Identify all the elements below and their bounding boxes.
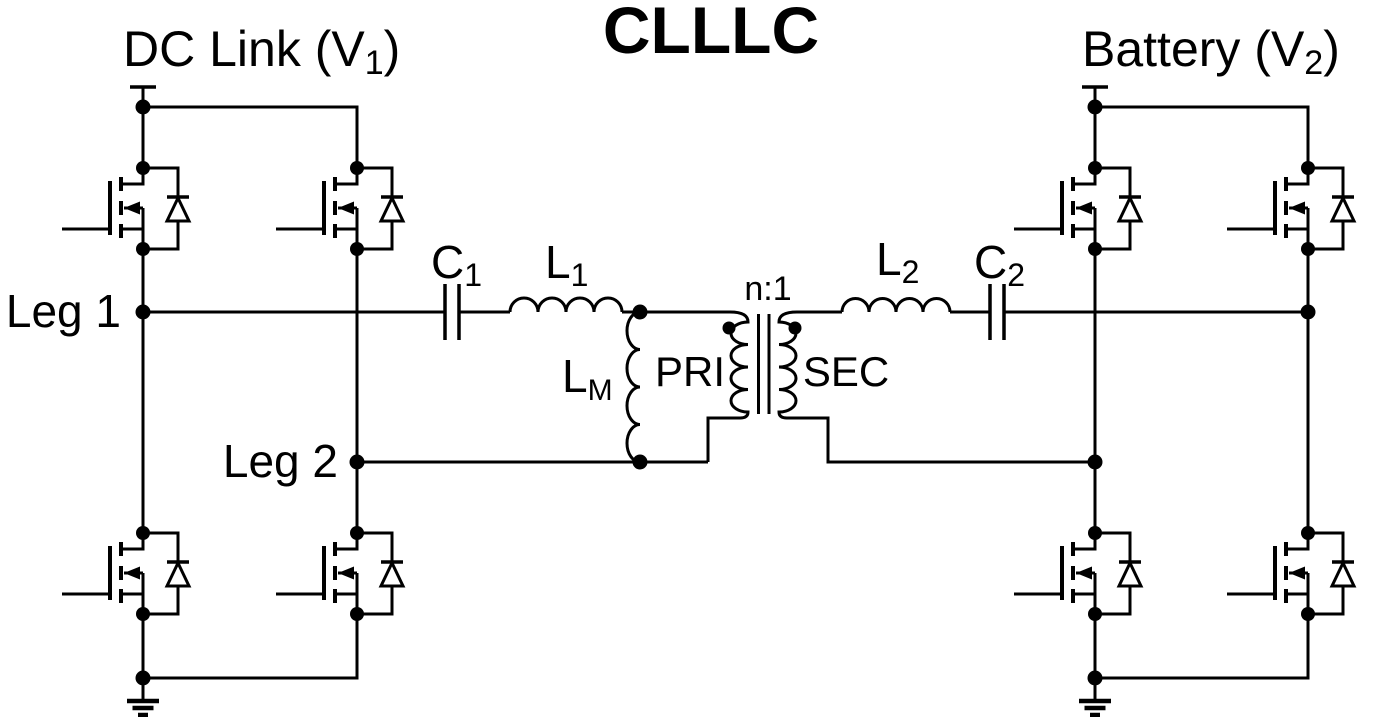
left-top-rail	[143, 105, 359, 168]
lm-label: LM	[562, 350, 613, 407]
primary-polarity-dot	[722, 321, 736, 335]
left-bottom-rail	[143, 614, 359, 680]
tank-node-b-dot	[632, 454, 648, 470]
right-top-rail	[1095, 105, 1310, 168]
mosfet-left-leg1-low	[60, 524, 191, 623]
mosfet-right-legB-low	[1225, 524, 1356, 623]
junction-dot	[135, 99, 151, 115]
junction-dot	[1087, 670, 1103, 686]
leg2-label: Leg 2	[223, 435, 338, 487]
right-bottom-rail	[1095, 614, 1310, 680]
c2-label: C2	[974, 236, 1025, 293]
secondary-polarity-dot	[788, 321, 802, 335]
junction-dot	[135, 670, 151, 686]
battery-label: Battery (V2)	[1082, 21, 1340, 82]
c1-label: C1	[431, 236, 482, 293]
mosfet-right-legB-high	[1225, 159, 1356, 258]
primary-label: PRI	[655, 348, 725, 395]
inductor-l2	[840, 297, 952, 313]
secondary-label: SEC	[803, 348, 889, 395]
mosfet-left-leg2-low	[274, 524, 405, 623]
resonant-tank	[143, 284, 1308, 470]
mosfet-right-legA-high	[1012, 159, 1143, 258]
transformer-primary-winding	[640, 310, 750, 462]
page-title: CLLLC	[603, 0, 819, 67]
right-bridge	[1012, 85, 1356, 715]
dc-link-label: DC Link (V1)	[123, 21, 400, 82]
turns-ratio-label: n:1	[744, 270, 791, 308]
inductor-lm	[625, 310, 641, 464]
tank-node-a-dot	[632, 304, 648, 320]
labels: CLLLC DC Link (V1) Battery (V2) Leg 1 Le…	[6, 0, 1340, 487]
mosfet-left-leg1-high	[60, 159, 191, 258]
mosfet-right-legA-low	[1012, 524, 1143, 623]
inductor-l1	[508, 296, 624, 313]
l2-label: L2	[876, 233, 919, 290]
left-bridge	[60, 85, 405, 715]
leg1-label: Leg 1	[6, 285, 121, 337]
l1-label: L1	[545, 236, 588, 293]
mosfet-left-leg2-high	[274, 159, 405, 258]
junction-dot	[1087, 99, 1103, 115]
